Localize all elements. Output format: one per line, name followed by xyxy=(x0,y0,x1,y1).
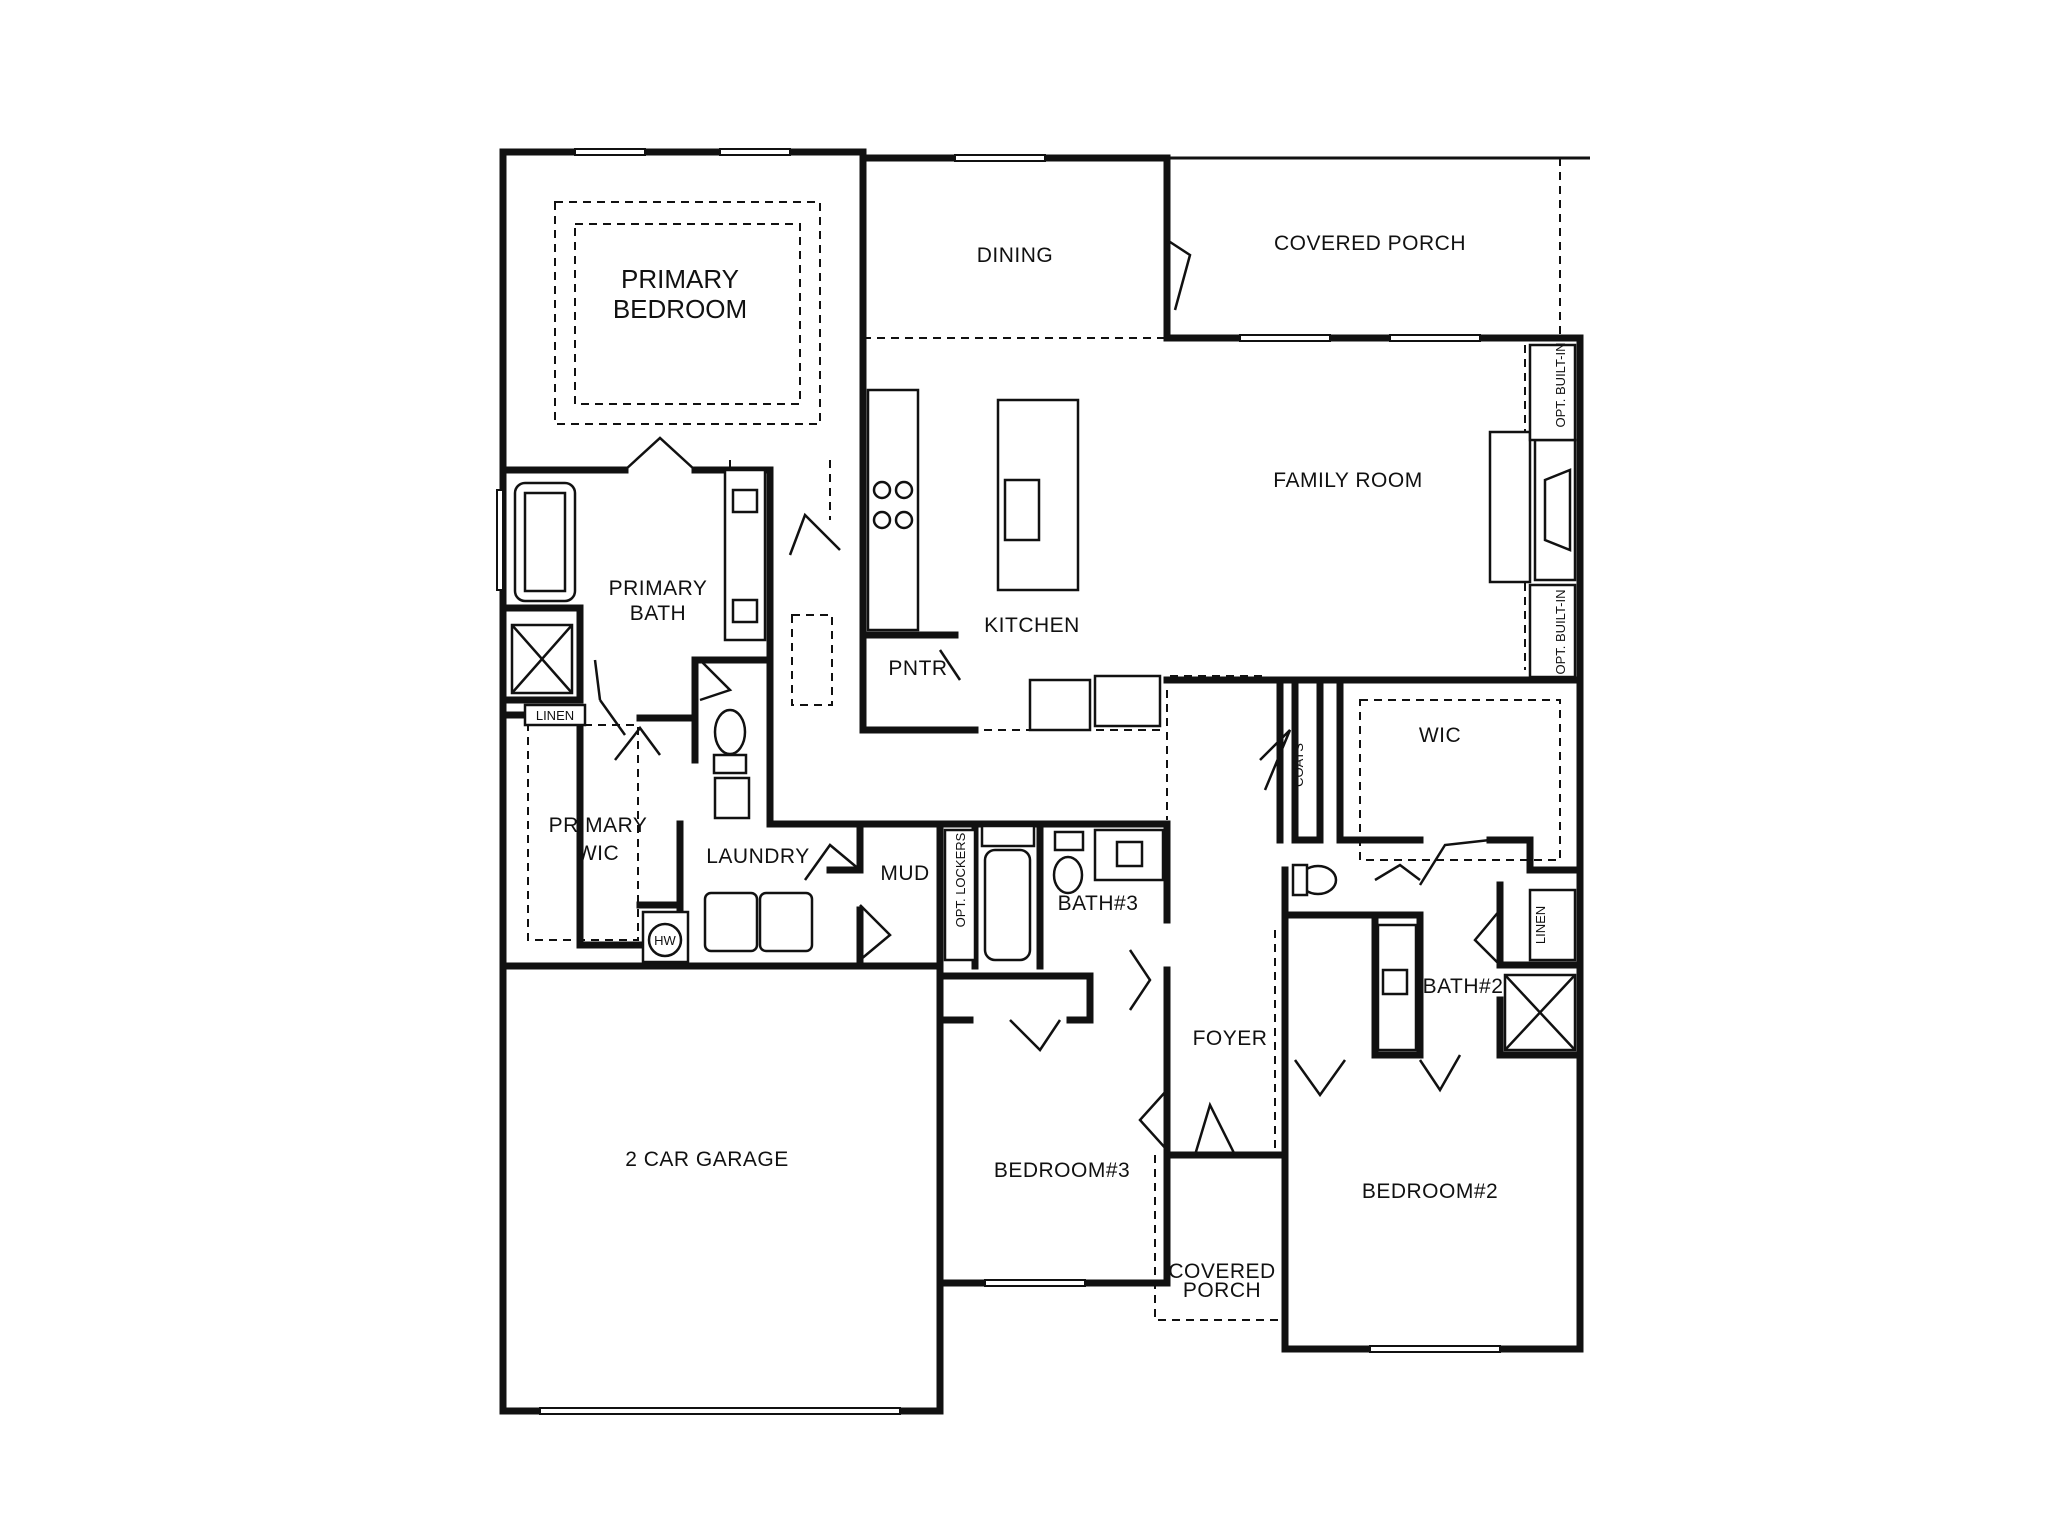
primary-bedroom-label-2: BEDROOM xyxy=(613,294,747,324)
bedroom2-label: BEDROOM#2 xyxy=(1362,1180,1498,1203)
linen-shelf xyxy=(523,703,587,727)
tray-ceiling-inner xyxy=(574,223,801,405)
covered-porch-front-label-1: COVERED xyxy=(1168,1260,1275,1283)
mud-label: MUD xyxy=(880,862,929,885)
bath3-label: BATH#3 xyxy=(1058,892,1139,915)
covered-porch-rear-label: COVERED PORCH xyxy=(1274,232,1466,255)
primary-bath-label-1: PRIMARY xyxy=(609,577,708,600)
counter xyxy=(866,388,920,632)
doors xyxy=(593,238,1501,1156)
bath2-label: BATH#2 xyxy=(1423,975,1504,998)
wic-label: WIC xyxy=(1419,724,1461,747)
washer xyxy=(703,891,759,953)
attic-access xyxy=(791,614,833,706)
bath3-tub xyxy=(983,848,1032,962)
fireplace-hearth xyxy=(1488,430,1532,584)
opt-lockers-label: OPT. LOCKERS xyxy=(953,832,968,927)
garage-label: 2 CAR GARAGE xyxy=(625,1148,789,1171)
opt-built-in-top-label: OPT. BUILT-IN xyxy=(1553,343,1568,428)
kitchen-label: KITCHEN xyxy=(984,614,1080,637)
cabinet xyxy=(713,776,751,820)
primary-bath-label-2: BATH xyxy=(630,602,686,625)
interior-walls xyxy=(499,466,1584,1159)
bedroom3-label: BEDROOM#3 xyxy=(994,1159,1130,1182)
linen-primary-label: LINEN xyxy=(536,708,574,723)
family-room-label: FAMILY ROOM xyxy=(1273,469,1422,492)
covered-porch-front-label-2: PORCH xyxy=(1183,1279,1261,1302)
dryer xyxy=(758,891,814,953)
windows xyxy=(496,148,1501,1415)
primary-bedroom-label-1: PRIMARY xyxy=(621,264,739,294)
linen-bath2-label: LINEN xyxy=(1533,906,1548,944)
wic-shelf xyxy=(1359,699,1561,861)
dining-label: DINING xyxy=(977,244,1054,267)
primary-wic-label-1: PRIMARY xyxy=(549,814,648,837)
primary-wic-shelf xyxy=(527,724,639,941)
foyer-label: FOYER xyxy=(1193,1027,1268,1050)
bathtub xyxy=(513,481,577,603)
opt-built-in-bottom-label: OPT. BUILT-IN xyxy=(1553,590,1568,675)
tray-ceiling-outer xyxy=(554,201,821,425)
fixtures xyxy=(510,343,1577,1052)
dashed-features xyxy=(527,158,1561,1321)
laundry-label: LAUNDRY xyxy=(706,845,809,868)
coats-label: COATS xyxy=(1291,743,1306,787)
primary-wic-label-2: WIC xyxy=(577,842,619,865)
room-labels: PRIMARY BEDROOM DINING COVERED PORCH PRI… xyxy=(536,232,1568,1302)
lockers xyxy=(943,828,977,962)
pantry-label: PNTR xyxy=(888,657,947,680)
hw-label: HW xyxy=(654,933,676,948)
